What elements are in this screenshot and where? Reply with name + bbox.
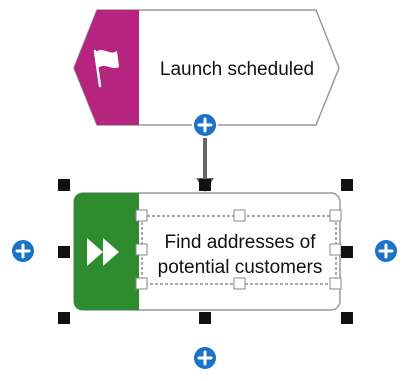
text-handle-w	[135, 243, 148, 256]
text-handle-e	[329, 243, 342, 256]
function-label-line1: Find addresses of	[164, 232, 316, 253]
resize-handle-se	[341, 312, 353, 324]
event-accent-band	[74, 10, 139, 125]
plus-icon	[197, 350, 213, 366]
resize-handle-e	[341, 246, 353, 258]
text-handle-ne	[329, 209, 342, 222]
fast-forward-icon	[87, 238, 119, 266]
selection-handles[interactable]	[58, 179, 353, 324]
function-node[interactable]: Find addresses of potential customers	[73, 192, 342, 311]
event-node[interactable]: Launch scheduled	[73, 9, 340, 126]
resize-handle-s	[199, 312, 211, 324]
text-handle-nw	[135, 209, 148, 222]
plus-icon	[15, 243, 31, 259]
resize-handle-w	[58, 246, 70, 258]
add-button-left[interactable]	[10, 238, 36, 264]
text-handle-n	[233, 209, 246, 222]
text-box-handles[interactable]	[135, 209, 342, 290]
function-label-line2: potential customers	[158, 257, 323, 278]
resize-handle-nw	[58, 179, 70, 191]
flag-icon	[93, 49, 119, 88]
text-handle-se	[329, 277, 342, 290]
add-button-below[interactable]	[192, 345, 218, 371]
text-handle-s	[233, 277, 246, 290]
resize-handle-sw	[58, 312, 70, 324]
plus-icon	[197, 117, 213, 133]
resize-handle-ne	[341, 179, 353, 191]
resize-handle-n	[199, 179, 211, 191]
plus-icon	[378, 243, 394, 259]
add-button-right[interactable]	[373, 238, 399, 264]
event-label: Launch scheduled	[160, 59, 314, 80]
text-handle-sw	[135, 277, 148, 290]
add-button-below-event[interactable]	[192, 112, 218, 138]
